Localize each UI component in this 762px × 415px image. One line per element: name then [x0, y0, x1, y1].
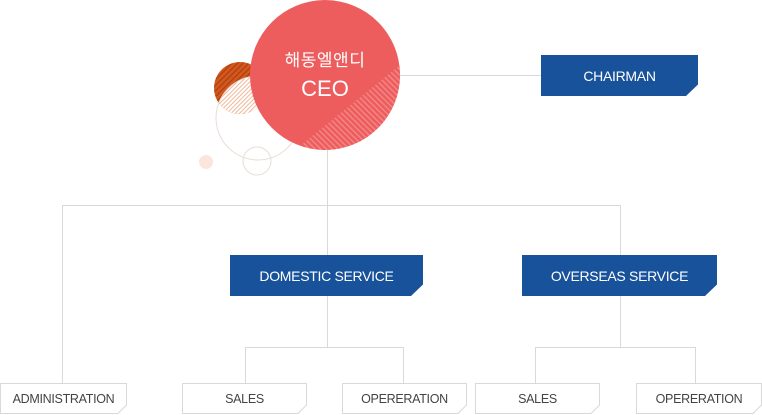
- overseas-operation-label: OPERERATION: [655, 392, 743, 406]
- connector-overseas-down: [620, 296, 621, 347]
- connector-overseas-up: [620, 205, 621, 255]
- outline-circle-small: [242, 146, 272, 176]
- connector-overseas-horizontal: [535, 347, 696, 348]
- connector-domestic-sales: [245, 347, 246, 383]
- connector-domestic-horizontal: [245, 347, 404, 348]
- administration-label: ADMINISTRATION: [12, 392, 115, 406]
- overseas-sales-label: SALES: [518, 392, 557, 406]
- connector-domestic-operation: [403, 347, 404, 383]
- overseas-operation-node: OPERERATION: [636, 383, 762, 414]
- connector-ceo-chairman: [400, 75, 541, 76]
- connector-domestic-down: [327, 296, 328, 347]
- administration-node: ADMINISTRATION: [0, 383, 127, 414]
- connector-overseas-operation: [695, 347, 696, 383]
- ceo-title: CEO: [301, 76, 349, 101]
- ceo-stripe-decoration: [295, 65, 400, 150]
- connector-overseas-sales: [535, 347, 536, 383]
- domestic-sales-label: SALES: [225, 392, 264, 406]
- connector-main-horizontal: [62, 205, 621, 206]
- ceo-node: 해동엘앤디 CEO: [250, 0, 400, 150]
- connector-admin-down: [62, 205, 63, 383]
- connector-ceo-down: [327, 150, 328, 255]
- company-name: 해동엘앤디: [284, 51, 366, 70]
- domestic-operation-label: OPERERATION: [361, 392, 448, 406]
- overseas-sales-node: SALES: [475, 383, 600, 414]
- domestic-operation-node: OPERERATION: [342, 383, 467, 414]
- domestic-service-node: DOMESTIC SERVICE: [230, 255, 423, 296]
- domestic-sales-node: SALES: [182, 383, 307, 414]
- chairman-node: CHAIRMAN: [541, 55, 698, 96]
- peach-dot: [199, 155, 213, 169]
- overseas-service-node: OVERSEAS SERVICE: [522, 255, 717, 296]
